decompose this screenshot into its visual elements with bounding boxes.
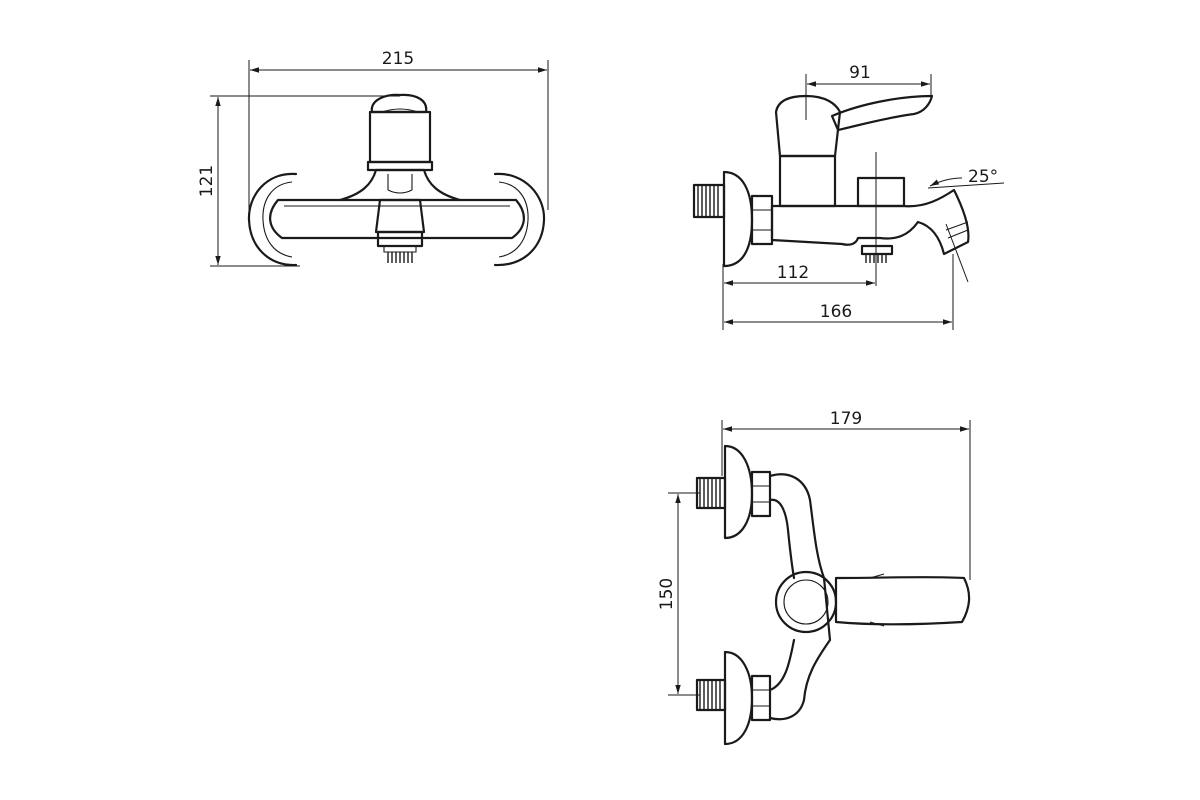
left-wall-flange bbox=[247, 172, 298, 267]
mixer-body bbox=[269, 168, 525, 240]
top-upper-inlet bbox=[695, 444, 772, 540]
dimension-label-121: 121 bbox=[197, 165, 217, 197]
side-flange bbox=[722, 170, 754, 268]
shower-outlet bbox=[374, 198, 426, 263]
dimension-height: 121 bbox=[197, 95, 400, 267]
dimension-label-179: 179 bbox=[830, 409, 862, 429]
top-lever-handle bbox=[774, 570, 971, 634]
side-lever-handle bbox=[774, 94, 934, 158]
top-view: 179 150 bbox=[657, 409, 971, 746]
side-inlet-thread bbox=[692, 183, 726, 219]
dimension-label-112: 112 bbox=[777, 263, 809, 283]
front-view: 215 121 bbox=[197, 49, 549, 267]
side-view: 91 25° 112 166 bbox=[692, 63, 1005, 330]
dimension-label-150: 150 bbox=[657, 578, 677, 610]
dimension-label-91: 91 bbox=[849, 63, 871, 83]
dimension-label-215: 215 bbox=[382, 49, 414, 69]
dimension-centers: 150 bbox=[657, 492, 700, 696]
side-body-spout bbox=[770, 154, 970, 256]
dimension-outlet: 112 bbox=[722, 263, 875, 330]
top-lower-inlet bbox=[695, 650, 772, 746]
side-bottom-outlet bbox=[860, 244, 894, 263]
dimension-handle: 91 bbox=[805, 63, 932, 120]
dimension-depth: 179 bbox=[721, 409, 971, 580]
dimension-label-166: 166 bbox=[820, 302, 852, 322]
right-wall-flange bbox=[493, 172, 546, 267]
dimension-total: 166 bbox=[724, 254, 954, 330]
dimension-label-25deg: 25° bbox=[968, 167, 998, 187]
dimension-angle: 25° bbox=[927, 167, 1005, 283]
cartridge-and-handle bbox=[366, 93, 434, 172]
side-nut bbox=[750, 194, 774, 246]
dimension-width: 215 bbox=[248, 49, 549, 210]
top-body bbox=[768, 473, 832, 721]
